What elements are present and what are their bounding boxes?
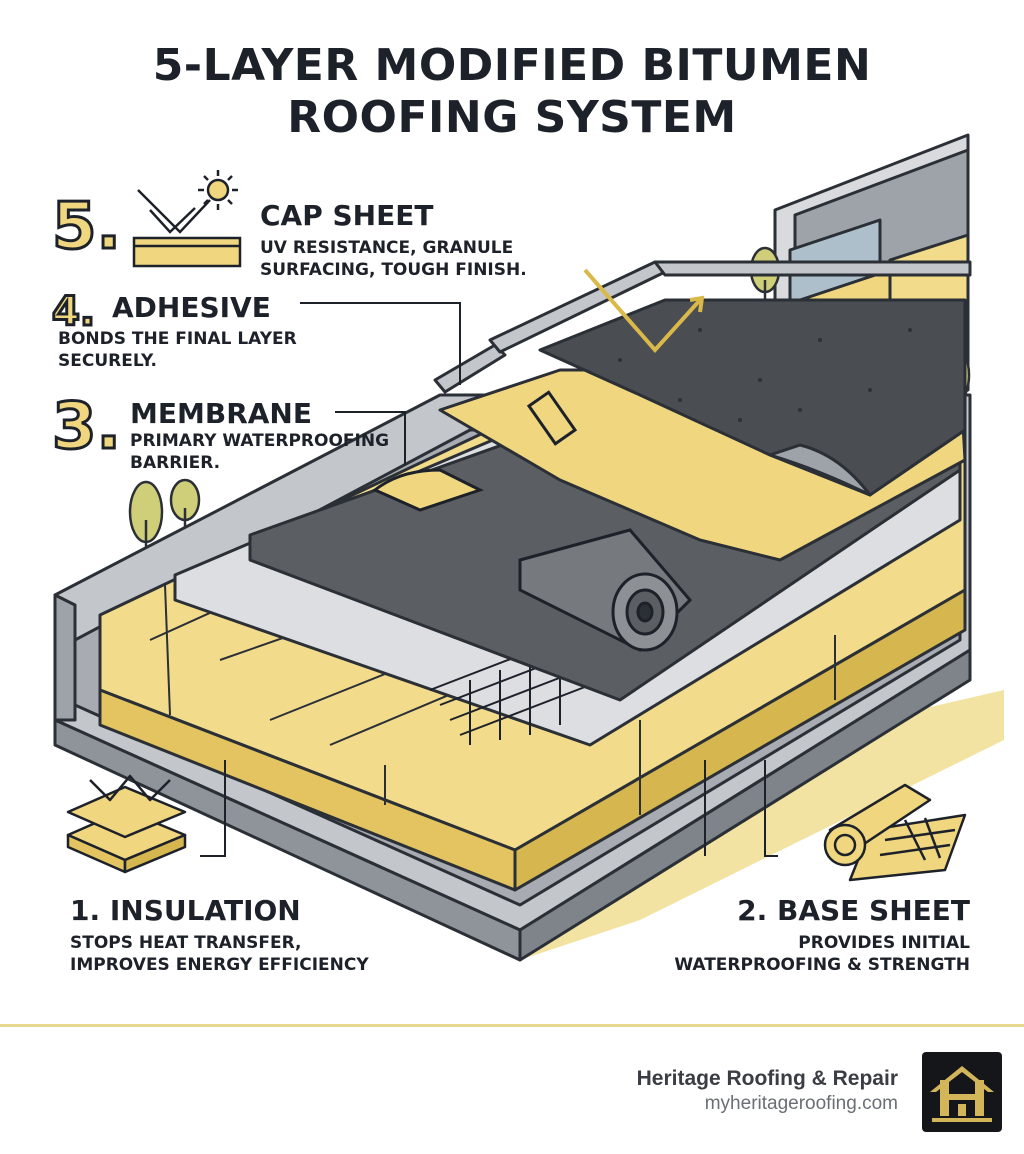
adhesive-trowel bbox=[526, 390, 578, 446]
brand-url: myheritageroofing.com bbox=[704, 1093, 898, 1114]
layer-1-name: INSULATION bbox=[109, 894, 301, 927]
brand-block: Heritage Roofing & Repair myheritageroof… bbox=[637, 1066, 898, 1116]
granule-dots bbox=[618, 328, 912, 422]
brand-logo-icon bbox=[922, 1052, 1002, 1132]
layer-1-number: 1. bbox=[70, 894, 101, 927]
layer-5-description: UV RESISTANCE, GRANULE SURFACING, TOUGH … bbox=[260, 238, 527, 280]
cap-sheet-swatch-icon bbox=[132, 236, 242, 268]
page-title: 5-LAYER MODIFIED BITUMEN ROOFING SYSTEM bbox=[0, 40, 1024, 144]
layer-4-name: ADHESIVE bbox=[112, 291, 271, 324]
base-sheet-roll-icon bbox=[823, 783, 967, 882]
layer-4-description: BONDS THE FINAL LAYER SECURELY. bbox=[58, 329, 297, 371]
layer-2-number: 2. bbox=[737, 894, 768, 927]
membrane-roll bbox=[518, 528, 693, 652]
uv-reflection-arrows bbox=[583, 268, 705, 354]
ground-shadow bbox=[520, 690, 1004, 960]
layer-5-name: CAP SHEET bbox=[260, 199, 434, 232]
layer-2-heading: 2. BASE SHEET bbox=[737, 895, 970, 927]
layer-1-heading: 1. INSULATION bbox=[70, 895, 301, 927]
layer-5-number: 5. bbox=[51, 190, 123, 264]
brand-name: Heritage Roofing & Repair bbox=[636, 1067, 898, 1090]
title-line-2: ROOFING SYSTEM bbox=[287, 92, 737, 143]
sun-uv-icon bbox=[137, 170, 238, 234]
cap-sheet-layer bbox=[538, 298, 967, 497]
roof-illustration bbox=[53, 133, 1004, 962]
layer-3-number: 3. bbox=[51, 390, 123, 464]
layer-2-name: BASE SHEET bbox=[776, 894, 970, 927]
leader-lines bbox=[200, 302, 778, 857]
layer-4-number: 4. bbox=[50, 289, 96, 336]
layer-3-name: MEMBRANE bbox=[130, 397, 312, 430]
title-line-1: 5-LAYER MODIFIED BITUMEN bbox=[152, 40, 872, 91]
layer-1-description: STOPS HEAT TRANSFER, IMPROVES ENERGY EFF… bbox=[70, 933, 369, 975]
layer-3-description: PRIMARY WATERPROOFING BARRIER. bbox=[130, 431, 390, 473]
layer-2-description: PROVIDES INITIAL WATERPROOFING & STRENGT… bbox=[674, 933, 970, 975]
footer-divider bbox=[0, 1024, 1024, 1027]
insulation-stack-icon bbox=[66, 774, 187, 874]
membrane-corner-peel bbox=[372, 468, 484, 512]
